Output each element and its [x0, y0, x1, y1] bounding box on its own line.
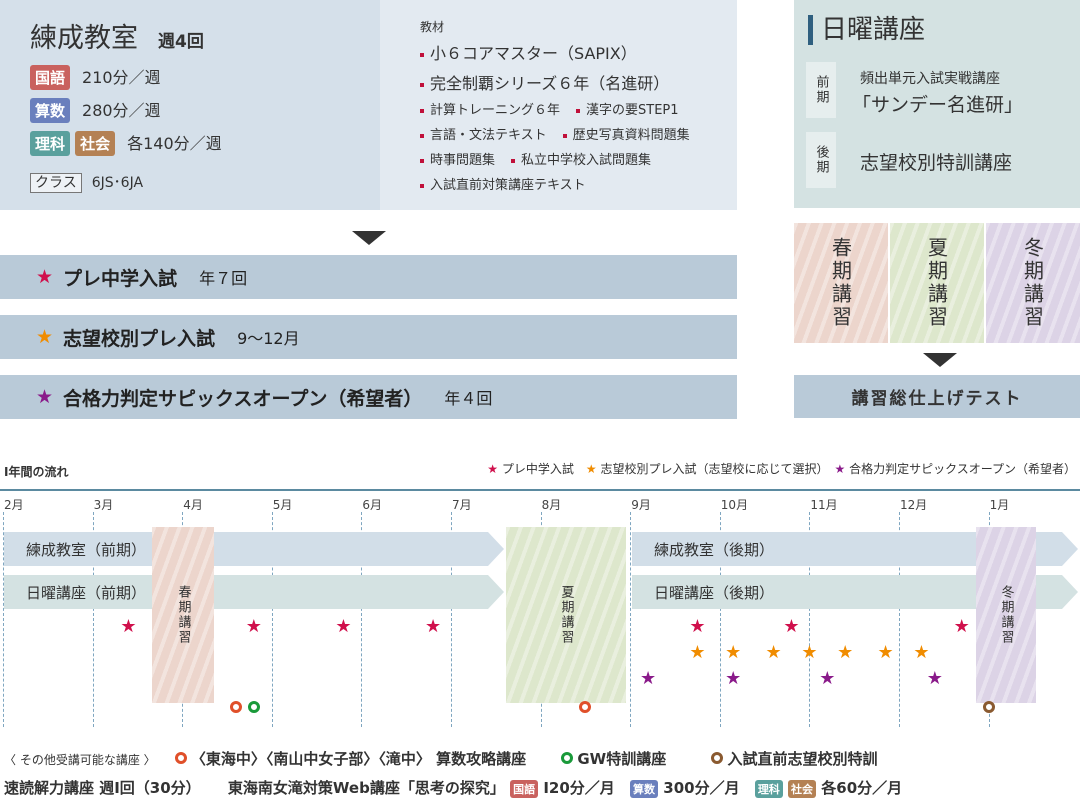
- star-icon: ★: [36, 386, 54, 408]
- timeline-legend: ★ プレ中学入試 ★ 志望校別プレ入試（志望校に応じて選択） ★ 合格力判定サピ…: [487, 462, 1076, 476]
- star-icon: ★: [120, 616, 137, 637]
- month-gridline: [271, 512, 273, 727]
- star-icon: ★: [335, 616, 352, 637]
- month-label: 5月: [272, 498, 293, 512]
- material-item: 時事問題集私立中学校入試問題集: [420, 149, 651, 168]
- star-icon: ★: [926, 668, 943, 689]
- timeline-title: Ⅰ年間の流れ: [4, 465, 69, 479]
- material-item: 計算トレーニング６年漢字の要STEP1: [420, 99, 679, 118]
- star-icon: ★: [801, 642, 818, 663]
- zenki-text: 頻出単元入試実戦講座: [860, 71, 1000, 87]
- star-icon: ★: [725, 668, 742, 689]
- zenki-label: 前期: [806, 62, 836, 118]
- spring-course: 春期講習: [794, 223, 888, 343]
- other-courses-2: 速読解力講座 週Ⅰ回（30分） 東海南女滝対策Web講座「思考の探究」 国語 Ⅰ…: [4, 779, 903, 798]
- materials-panel: [380, 0, 737, 210]
- sunday-panel: [794, 0, 1080, 208]
- sansu-badge: 算数: [30, 98, 71, 123]
- rika-badge: 理科: [30, 131, 71, 156]
- star-icon: ★: [689, 616, 706, 637]
- class-value: 6JS･6JA: [91, 175, 144, 191]
- month-gridline: [630, 512, 632, 727]
- material-item: 小６コアマスター（SAPIX）: [420, 40, 637, 64]
- class-name: 練成教室: [30, 23, 138, 54]
- circle-icon: [174, 752, 187, 764]
- star-icon: ★: [783, 616, 800, 637]
- month-gridline: [809, 512, 811, 727]
- star-icon: ★: [36, 326, 54, 348]
- rensei-zenki-bar: 練成教室（前期）: [4, 532, 504, 566]
- kouki-label: 後期: [806, 132, 836, 188]
- month-label: 6月: [362, 498, 383, 512]
- shakai-badge: 社会: [75, 131, 116, 156]
- month-label: 3月: [93, 498, 114, 512]
- other-courses: 〈 その他受講可能な講座 〉 〈東海中〉〈南山中女子部〉〈滝中〉 算数攻略講座 …: [4, 750, 878, 768]
- down-arrow-icon: [923, 353, 957, 367]
- sunday-title: 日曜講座: [808, 15, 925, 45]
- month-gridline: [92, 512, 94, 727]
- circle-icon: [229, 701, 242, 713]
- sansu-time: 280分／週: [82, 101, 161, 120]
- materials-heading: 教材: [420, 20, 445, 34]
- nichiyo-zenki-bar: 日曜講座（前期）: [4, 575, 504, 609]
- final-test-bar: 講習総仕上げテスト: [794, 375, 1080, 418]
- circle-icon: [561, 752, 574, 764]
- month-label: 4月: [183, 498, 203, 512]
- timeline-spring: 春期講習: [152, 527, 214, 703]
- star-icon: ★: [36, 266, 54, 288]
- class-label: クラス: [30, 173, 82, 193]
- star-icon: ★: [725, 642, 742, 663]
- test-bar-open: ★合格力判定サピックスオープン（希望者）年４回: [0, 375, 737, 419]
- circle-icon: [982, 701, 995, 713]
- month-label: 10月: [720, 498, 749, 512]
- kokugo-time: 210分／週: [82, 68, 161, 87]
- down-arrow-icon: [352, 231, 386, 245]
- month-gridline: [361, 512, 363, 727]
- material-item: 入試直前対策講座テキスト: [420, 174, 586, 193]
- timeline-winter: 冬期講習: [976, 527, 1036, 703]
- rika-shakai-time: 各140分／週: [127, 134, 222, 153]
- month-gridline: [3, 512, 4, 727]
- star-icon: ★: [877, 642, 894, 663]
- month-label: 12月: [900, 498, 928, 512]
- month-gridline: [899, 512, 900, 727]
- star-icon: ★: [689, 642, 706, 663]
- month-label: 8月: [541, 498, 562, 512]
- material-item: 完全制覇シリーズ６年（名進研）: [420, 70, 669, 94]
- circle-icon: [247, 701, 260, 713]
- month-gridline: [451, 512, 452, 727]
- star-icon: ★: [837, 642, 854, 663]
- star-icon: ★: [765, 642, 782, 663]
- class-title: 練成教室週4回: [30, 16, 204, 55]
- month-label: 9月: [631, 498, 651, 512]
- star-icon: ★: [245, 616, 262, 637]
- winter-course: 冬期講習: [986, 223, 1080, 343]
- zenki-name: 「サンデー名進研」: [852, 94, 1024, 116]
- star-icon: ★: [819, 668, 836, 689]
- summer-course: 夏期講習: [890, 223, 984, 343]
- month-label: 1月: [989, 498, 1010, 512]
- timeline-rule: [0, 489, 1080, 491]
- star-icon: ★: [913, 642, 930, 663]
- material-item: 言語・文法テキスト歴史写真資料問題集: [420, 124, 690, 143]
- month-label: 2月: [4, 498, 24, 512]
- class-frequency: 週4回: [158, 32, 204, 52]
- month-label: 11月: [810, 498, 838, 512]
- circle-icon: [711, 752, 724, 764]
- kokugo-badge: 国語: [30, 65, 71, 90]
- kouki-text: 志望校別特訓講座: [860, 152, 1013, 174]
- month-gridline: [719, 512, 721, 727]
- test-bar-pre: ★プレ中学入試年７回: [0, 255, 737, 299]
- circle-icon: [579, 701, 592, 713]
- star-icon: ★: [640, 668, 657, 689]
- timeline-summer: 夏期講習: [506, 527, 626, 703]
- star-icon: ★: [425, 616, 442, 637]
- month-label: 7月: [452, 498, 472, 512]
- star-icon: ★: [953, 616, 970, 637]
